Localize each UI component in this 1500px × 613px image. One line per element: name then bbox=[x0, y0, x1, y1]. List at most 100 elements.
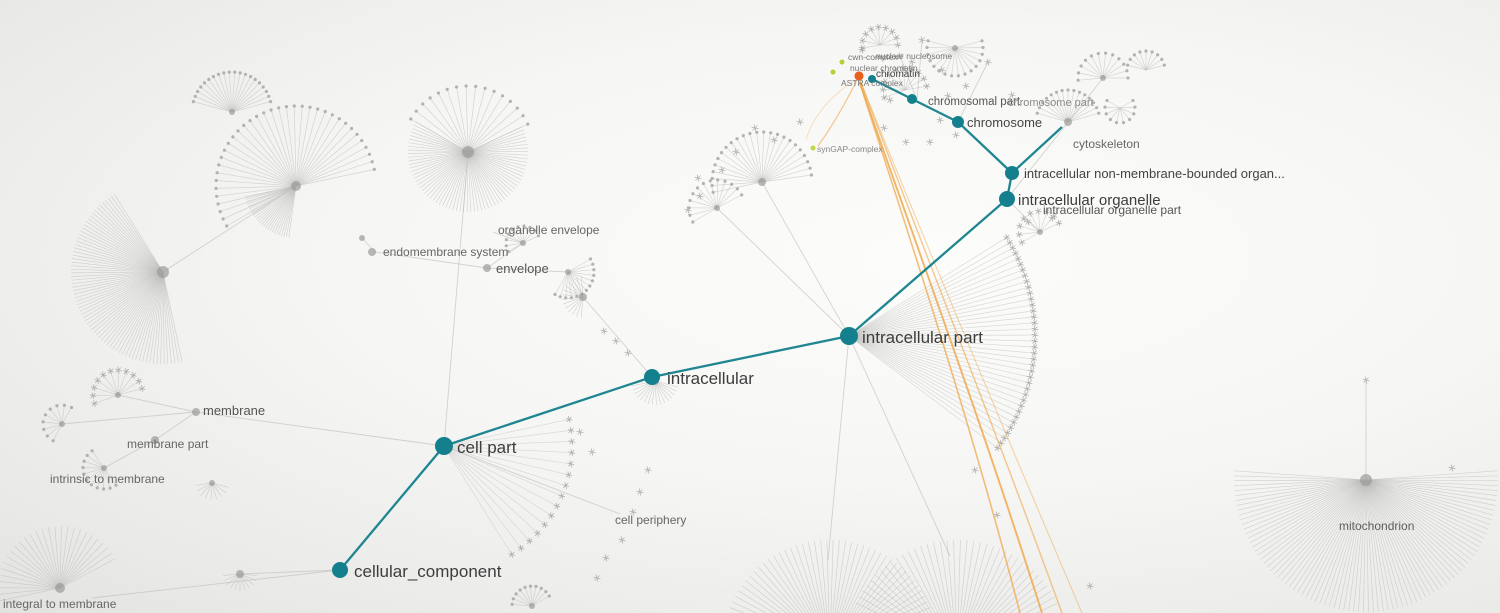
leaf-node bbox=[267, 94, 271, 98]
cluster-hub-node[interactable] bbox=[1037, 229, 1043, 235]
leaf-node bbox=[514, 592, 518, 596]
leaf-node bbox=[454, 85, 459, 89]
leaf-fan bbox=[687, 178, 744, 224]
leaf-node bbox=[69, 405, 74, 410]
leaf-fan bbox=[407, 121, 529, 213]
graph-edge bbox=[957, 61, 989, 123]
cluster-hub-node[interactable] bbox=[157, 266, 169, 278]
leaf-node bbox=[516, 225, 520, 229]
cluster-hub-node[interactable] bbox=[952, 45, 958, 51]
node-chromosomal-part[interactable] bbox=[907, 94, 917, 104]
teal-path-layer bbox=[339, 77, 1063, 571]
cluster-hub-node[interactable] bbox=[209, 480, 215, 486]
leaf-node bbox=[553, 292, 557, 297]
leaf-fan bbox=[710, 130, 814, 194]
leaf-node bbox=[1049, 93, 1053, 97]
graph-edge bbox=[899, 55, 918, 101]
cluster-hub-node[interactable] bbox=[579, 293, 587, 301]
leaf-node bbox=[1044, 96, 1049, 100]
cluster-hub-node[interactable] bbox=[462, 146, 474, 158]
label-endomembrane-system: endomembrane system bbox=[383, 245, 508, 259]
leaf-node bbox=[364, 145, 368, 149]
cluster-hub-node[interactable] bbox=[101, 465, 107, 471]
leaf-node bbox=[1133, 105, 1137, 109]
cluster-hub-node[interactable] bbox=[565, 269, 571, 275]
leaf-node bbox=[518, 588, 522, 592]
leaf-node bbox=[211, 75, 215, 79]
cluster-hub-node[interactable] bbox=[59, 421, 65, 427]
leaf-node bbox=[510, 228, 515, 232]
leaf-node bbox=[501, 94, 505, 98]
graph-edge bbox=[443, 445, 621, 515]
label-chromosome-part: chromosome part bbox=[1008, 97, 1094, 109]
leaf-node bbox=[216, 72, 221, 76]
leaf-node bbox=[511, 597, 515, 601]
leaf-fan bbox=[41, 403, 74, 443]
cluster-hub-node[interactable] bbox=[192, 408, 200, 416]
cluster-hub-node[interactable] bbox=[115, 392, 121, 398]
graph-edge bbox=[492, 231, 524, 244]
node-non-membrane-bounded-organelle[interactable] bbox=[1005, 166, 1019, 180]
node-cellular-component[interactable] bbox=[332, 562, 348, 578]
cluster-hub-node[interactable] bbox=[1360, 474, 1372, 486]
cluster-hub-node[interactable] bbox=[758, 178, 766, 186]
leaf-node bbox=[85, 453, 89, 457]
fan-layer bbox=[0, 23, 1499, 613]
node-chromosome[interactable] bbox=[952, 116, 964, 128]
cluster-hub-node[interactable] bbox=[359, 235, 365, 241]
cluster-hub-node[interactable] bbox=[529, 603, 535, 609]
cluster-hub-node[interactable] bbox=[151, 436, 159, 444]
cluster-hub-node[interactable] bbox=[291, 181, 301, 191]
node-intracellular[interactable] bbox=[644, 369, 660, 385]
leaf-node bbox=[1162, 63, 1166, 67]
node-cell-part[interactable] bbox=[435, 437, 453, 455]
label-envelope: envelope bbox=[496, 261, 549, 276]
cluster-hub-node[interactable] bbox=[714, 205, 720, 211]
leaf-node bbox=[539, 586, 543, 590]
leaf-node bbox=[284, 105, 288, 109]
leaf-node bbox=[1066, 88, 1070, 92]
leaf-node bbox=[292, 104, 296, 108]
highlight-edge-teal bbox=[443, 375, 653, 448]
node-nucleosome-highlight[interactable] bbox=[853, 70, 865, 82]
leaf-node bbox=[735, 137, 739, 141]
node-chromatin[interactable] bbox=[868, 75, 876, 83]
leaf-node bbox=[522, 224, 526, 228]
leaf-node bbox=[974, 64, 978, 68]
node-syngap-complex[interactable] bbox=[809, 144, 817, 152]
leaf-node bbox=[711, 170, 715, 174]
node-green-1[interactable] bbox=[838, 58, 846, 66]
leaf-node bbox=[344, 121, 348, 125]
cluster-hub-node[interactable] bbox=[483, 264, 491, 272]
cluster-hub-node[interactable] bbox=[520, 240, 526, 246]
label-nuclear-nucleosome: nuclear nucleosome bbox=[876, 51, 952, 61]
leaf-node bbox=[193, 94, 197, 98]
leaf-node bbox=[980, 39, 984, 43]
leaf-node bbox=[300, 104, 304, 108]
leaf-node bbox=[262, 111, 266, 115]
node-green-2[interactable] bbox=[829, 68, 837, 76]
cluster-hub-node[interactable] bbox=[368, 248, 376, 256]
leaf-node bbox=[1144, 49, 1148, 53]
node-intracellular-organelle[interactable] bbox=[999, 191, 1015, 207]
leaf-fan bbox=[409, 84, 530, 153]
node-intracellular-part[interactable] bbox=[840, 327, 858, 345]
leaf-node bbox=[1096, 51, 1100, 56]
label-chromatin: chromatin bbox=[876, 69, 920, 80]
leaf-node bbox=[1089, 54, 1093, 58]
cluster-hub-node[interactable] bbox=[236, 570, 244, 578]
leaf-node bbox=[1095, 106, 1099, 110]
cluster-hub-node[interactable] bbox=[55, 583, 65, 593]
label-nuclear-chromatin: nuclear chromatin bbox=[850, 63, 918, 73]
leaf-node bbox=[741, 134, 745, 138]
cluster-hub-node[interactable] bbox=[1100, 75, 1106, 81]
label-mitochondrion: mitochondrion bbox=[1339, 519, 1414, 533]
cluster-hub-node[interactable] bbox=[1064, 118, 1072, 126]
leaf-node bbox=[1083, 58, 1088, 62]
cluster-hub-node[interactable] bbox=[229, 109, 235, 115]
leaf-node bbox=[1114, 121, 1119, 125]
graph-edge bbox=[486, 242, 524, 269]
leaf-node bbox=[42, 427, 46, 431]
leaf-node bbox=[980, 52, 984, 56]
